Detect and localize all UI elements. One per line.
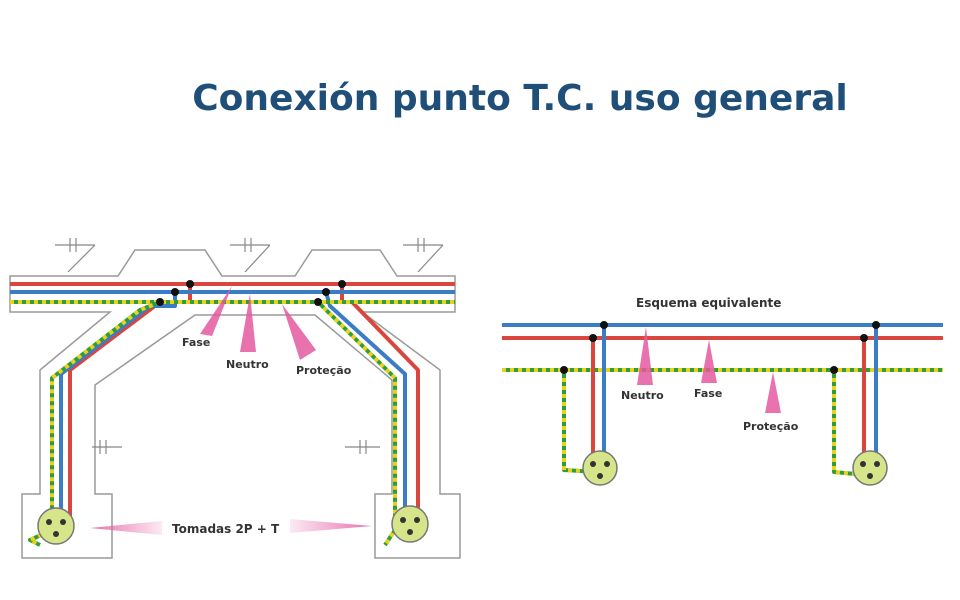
- label-fase: Fase: [182, 336, 210, 349]
- label-protecao: Proteção: [296, 364, 352, 377]
- left-pointers: [90, 286, 372, 535]
- left-outlet-1: [37, 507, 75, 545]
- label-tomadas: Tomadas 2P + T: [172, 522, 280, 536]
- right-outlet-2: [852, 450, 888, 486]
- left-wires: [10, 282, 455, 547]
- equivalent-scheme-heading: Esquema equivalente: [636, 296, 781, 310]
- left-junctions: [156, 280, 346, 306]
- right-outlet-1: [582, 450, 618, 486]
- conduit-symbols: [55, 238, 444, 454]
- right-junctions: [560, 321, 880, 374]
- right-pointers: [637, 327, 781, 413]
- right-label-neutro: Neutro: [621, 389, 664, 402]
- right-label-fase: Fase: [694, 387, 722, 400]
- label-neutro: Neutro: [226, 358, 269, 371]
- right-label-protecao: Proteção: [743, 420, 799, 433]
- wall-outline: [9, 249, 461, 559]
- right-wires: [502, 323, 943, 477]
- left-outlet-2: [391, 505, 429, 543]
- page-title: Conexión punto T.C. uso general: [192, 78, 848, 119]
